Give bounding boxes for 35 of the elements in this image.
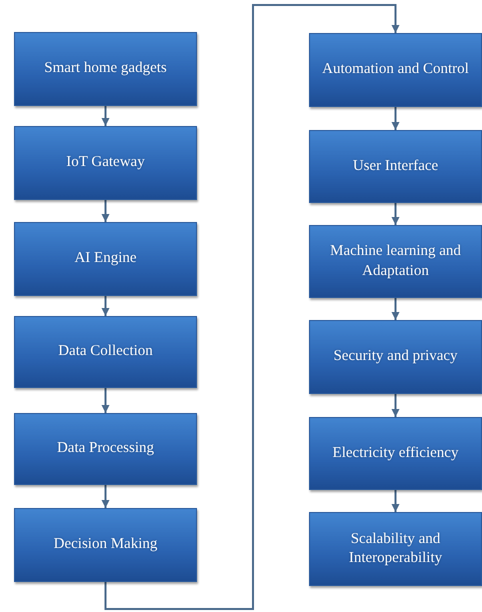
- process-box: [14, 222, 197, 296]
- box-label: AI Engine: [73, 249, 138, 268]
- process-box: [14, 508, 197, 582]
- box-label: Data Collection: [57, 342, 154, 362]
- process-box: [309, 130, 482, 203]
- arrow: [102, 296, 110, 316]
- process-box: [14, 316, 197, 388]
- arrow: [102, 106, 110, 126]
- box-label: Decision Making: [52, 535, 158, 554]
- process-box: [14, 32, 197, 106]
- process-box: [14, 126, 197, 200]
- box-label: Smart home gadgets: [43, 59, 168, 78]
- arrow: [392, 394, 400, 417]
- arrow: [102, 388, 110, 413]
- box-label: User Interface: [352, 156, 440, 176]
- arrow: [104, 4, 400, 610]
- arrow: [392, 490, 400, 512]
- arrow: [392, 298, 400, 320]
- process-box: [309, 225, 482, 298]
- box-label: Machine learning and Adaptation: [329, 242, 462, 280]
- arrow: [392, 203, 400, 225]
- box-label: IoT Gateway: [65, 153, 146, 172]
- process-box: [14, 413, 197, 485]
- box-label: Automation and Control: [321, 60, 470, 80]
- process-box: [309, 320, 482, 394]
- arrow: [102, 485, 110, 508]
- process-box: [309, 512, 482, 586]
- box-label: Electricity efficiency: [332, 444, 460, 463]
- arrow: [392, 107, 400, 130]
- box-label: Data Processing: [56, 439, 156, 458]
- process-box: [309, 417, 482, 490]
- process-box: [309, 33, 482, 107]
- box-label: Security and privacy: [332, 347, 459, 366]
- arrow: [102, 200, 110, 222]
- box-label: Scalability and Interoperability: [348, 530, 444, 568]
